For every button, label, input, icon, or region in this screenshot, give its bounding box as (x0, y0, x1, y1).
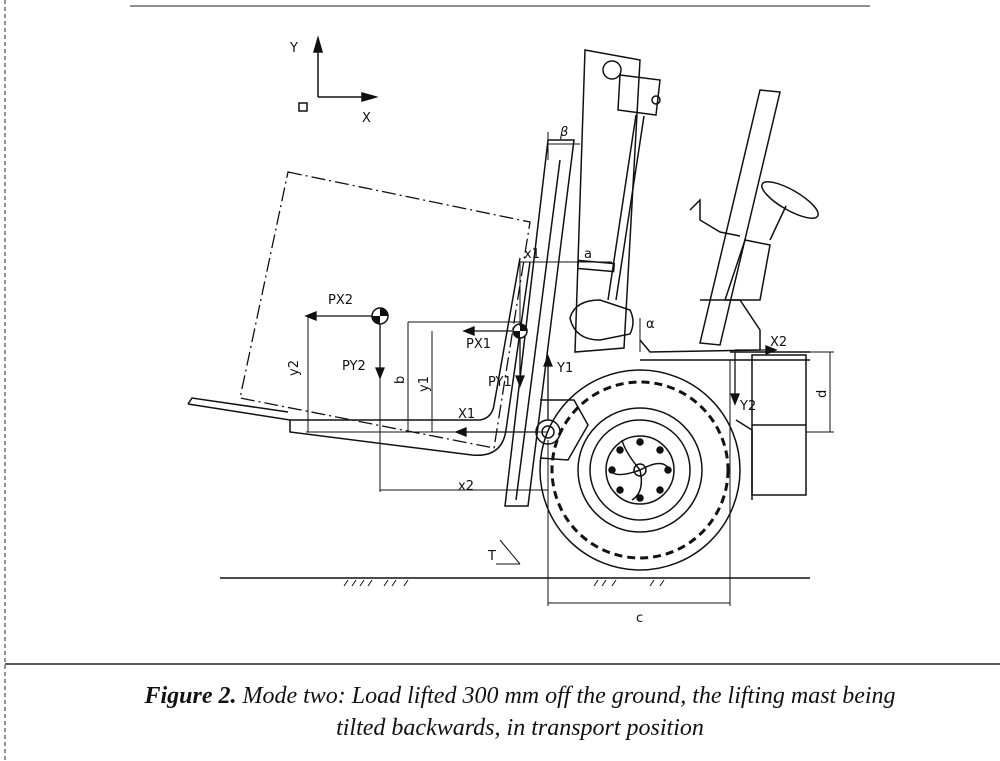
fork (187, 257, 531, 457)
force-arrows (304, 311, 778, 437)
label-beta: β (559, 125, 568, 140)
counterweight (640, 351, 810, 500)
dimension-lines (306, 132, 834, 606)
label-b-dim: b (393, 376, 408, 384)
label-px1: PX1 (466, 337, 491, 352)
label-x2-dim: x2 (458, 479, 474, 494)
steering-wheel (761, 181, 819, 241)
label-a: a (584, 247, 592, 262)
axis-y-label: Y (289, 41, 298, 56)
label-y1-force: Y1 (556, 361, 573, 376)
label-t: T (487, 549, 496, 564)
axis-x-label: X (362, 111, 371, 126)
label-x2-force: X2 (770, 335, 787, 350)
figure-caption-text: Mode two: Load lifted 300 mm off the gro… (242, 683, 896, 741)
ground-line (220, 577, 810, 587)
label-y1-dim: y1 (417, 376, 432, 392)
figure-caption: Figure 2. Mode two: Load lifted 300 mm o… (120, 680, 920, 744)
mast-center-of-gravity (512, 323, 528, 339)
load-outline (239, 171, 531, 449)
label-py2: PY2 (342, 359, 366, 374)
label-alpha: α (646, 317, 655, 332)
label-y2-force: Y2 (739, 399, 756, 414)
load-center-of-gravity (371, 307, 389, 325)
coordinate-axes-icon (298, 35, 379, 112)
cab-frame (639, 89, 781, 353)
label-d-dim: d (815, 390, 830, 398)
label-c-dim: c (636, 611, 643, 626)
label-x1-force: X1 (458, 407, 475, 422)
figure-caption-label: Figure 2. (144, 683, 237, 709)
label-py1: PY1 (488, 375, 512, 390)
lifting-mast (504, 49, 661, 507)
label-px2: PX2 (328, 293, 353, 308)
label-x1-dim: x1 (524, 247, 540, 262)
front-wheel (539, 369, 741, 571)
carriage (535, 259, 634, 461)
label-y2-dim: y2 (287, 360, 302, 376)
